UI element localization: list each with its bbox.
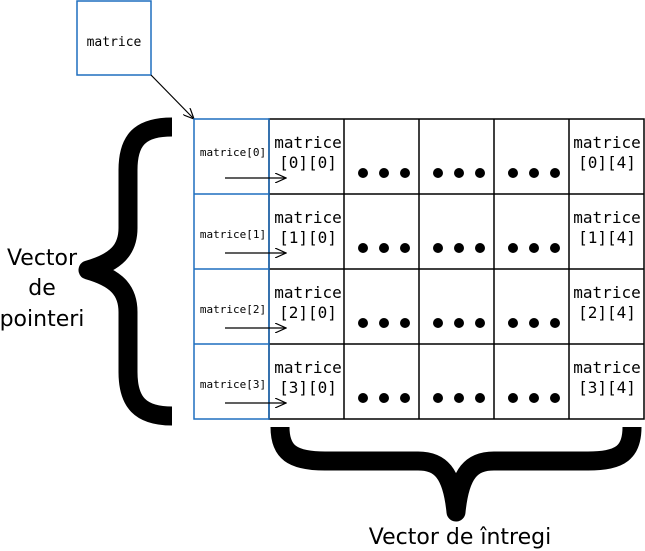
cell-0-4-name: matrice [573,133,640,152]
bottom-label: Vector de întregi [369,525,551,550]
cell-1-0-name: matrice [274,208,341,227]
row-pointer-label-2: matrice[2] [200,303,266,316]
cell-2-0-name: matrice [274,283,341,302]
cell-2-0-index: [2][0] [279,303,337,322]
row-pointer-label-0: matrice[0] [200,146,266,159]
left-label-line-3: pointeri [0,307,84,332]
cell-2-4-index: [2][4] [578,303,636,322]
cell-3-0-index: [3][0] [279,378,337,397]
left-label-line-2: de [28,276,56,301]
cell-1-4-name: matrice [573,208,640,227]
cell-2-4-name: matrice [573,283,640,302]
left-brace [78,117,173,426]
pointer-array [193,118,270,420]
left-label-line-1: Vector [7,246,78,271]
cell-0-0-index: [0][0] [279,153,337,172]
ellipsis-dots [358,168,560,403]
pointer-arrow [150,74,194,119]
cell-0-4-index: [0][4] [578,153,636,172]
cell-0-0-name: matrice [274,133,341,152]
bottom-brace [270,426,642,522]
cell-3-4-name: matrice [573,358,640,377]
cell-3-0-name: matrice [274,358,341,377]
pointer-box [76,0,152,76]
row-pointer-label-1: matrice[1] [200,228,266,241]
pointer-box-label: matrice [87,35,142,50]
cell-1-4-index: [1][4] [578,228,636,247]
cell-3-4-index: [3][4] [578,378,636,397]
cell-1-0-index: [1][0] [279,228,337,247]
row-pointer-label-3: matrice[3] [200,378,266,391]
